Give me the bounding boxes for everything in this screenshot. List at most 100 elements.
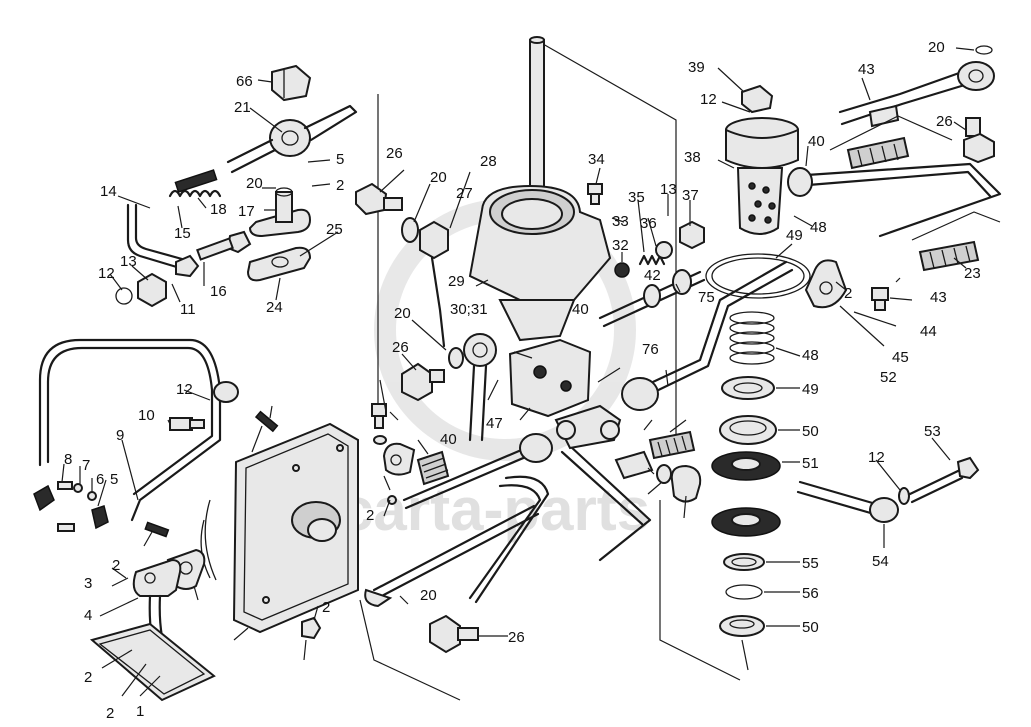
callout-43: 43: [930, 289, 947, 306]
part-23-sleeve: [829, 115, 1001, 272]
callout-18: 17: [238, 203, 255, 220]
part-76-nut: [301, 616, 322, 640]
part-51-diaphragm-bottom: [711, 507, 781, 537]
callout-25: 25: [326, 221, 343, 238]
part-50-ring-top: [719, 415, 777, 445]
part-26-banjo-bolt-top: [355, 182, 403, 216]
callout-2-right: 2: [844, 285, 852, 302]
part-54-banjo-pipe: [796, 480, 899, 523]
part-26-banjo-bolt-mid: [401, 362, 445, 402]
callout-2-plate: 2: [322, 599, 330, 616]
callout-17: 16: [210, 283, 227, 300]
callout-9: 8: [64, 451, 72, 468]
callout-11: 10: [138, 407, 155, 424]
callout-20-bottom: 20: [420, 587, 437, 604]
part-52-bracket: [804, 259, 848, 309]
part-30-31-banjo: [463, 333, 497, 442]
callout-45-center: 47: [486, 415, 503, 432]
callout-53: 53: [924, 423, 941, 440]
small-screws: [57, 481, 97, 532]
callout-26-mid: 26: [392, 339, 409, 356]
callout-26-right: 26: [936, 113, 953, 130]
callout-58: 76: [642, 341, 659, 358]
part-22-cap-nut: [271, 64, 312, 102]
part-35-spring: [638, 241, 673, 266]
part-58-elbow-pipe: [621, 260, 794, 411]
part-28-rod: [529, 36, 545, 191]
part-66-bolt: [371, 403, 387, 429]
callout-52: 52: [880, 369, 897, 386]
callout-38: 38: [684, 149, 701, 166]
part-63-sleeve: [648, 430, 696, 460]
callout-12-mid: 12: [176, 381, 193, 398]
part-50-ring-bottom: [719, 615, 765, 637]
callout-57: 75: [698, 289, 715, 306]
callout-32: 32: [612, 237, 629, 254]
callout-6: 5: [110, 471, 118, 488]
callout-labels: 66 21 5 20 2 17 14 18 15 25 13 12 16 11 …: [64, 39, 981, 722]
callout-2-bottom: 2: [106, 705, 114, 722]
right-assembly: [659, 45, 1002, 681]
part-32-ball: [614, 262, 630, 278]
callout-5-left: 3: [84, 575, 92, 592]
part-19-spring: [168, 169, 222, 198]
part-26-banjo-bolt-bottom: [429, 614, 479, 654]
callout-3: 2: [84, 669, 92, 686]
callout-30-31: 30;31: [450, 301, 488, 318]
part-14-union-nut: [115, 272, 167, 308]
callout-15: 14: [100, 183, 117, 200]
callout-29: 29: [448, 273, 465, 290]
part-21-banjo-fitting: [226, 104, 358, 174]
callout-24: 24: [266, 299, 283, 316]
center-assembly: [355, 36, 794, 701]
callout-12-right: 12: [868, 449, 885, 466]
callout-42: 43: [858, 61, 875, 78]
part-6-clip: [91, 505, 109, 530]
callout-19: 18: [210, 201, 227, 218]
callout-48: 48: [802, 347, 819, 364]
part-11-bolt: [169, 417, 205, 431]
part-15-bent-rod: [126, 203, 200, 278]
callout-27: 27: [456, 185, 473, 202]
callout-2-mid: 2: [366, 507, 374, 524]
part-34-screw: [587, 183, 603, 205]
part-37-cap: [679, 220, 705, 250]
part-39-cap-nut: [741, 84, 774, 114]
callout-55: 55: [802, 555, 819, 572]
callout-20-right: 20: [928, 39, 945, 56]
part-73-pin: [144, 521, 170, 538]
part-53-bolt: [908, 456, 980, 504]
callout-5-top: 5: [336, 151, 344, 168]
part-70-washer: [387, 495, 397, 505]
callout-13-center: 13: [660, 181, 677, 198]
part-3-pedal-pad: [89, 622, 216, 702]
callout-41: 42: [644, 267, 661, 284]
callout-45-right: 45: [892, 349, 909, 366]
watermark-text: carta-parts: [340, 476, 650, 543]
callout-13-left: 12: [98, 265, 115, 282]
part-49-ring: [721, 376, 775, 400]
part-20-washer: [401, 217, 464, 369]
part-55-ring: [723, 553, 765, 571]
part-65-cap: [670, 464, 702, 503]
callout-23: 23: [964, 265, 981, 282]
part-20-washer-right: [975, 45, 993, 55]
part-71-cover-plate: [200, 422, 359, 634]
part-42-lever: [838, 61, 995, 128]
leader-lines: [61, 47, 975, 697]
part-48-spring: [729, 311, 775, 365]
part-67-washer: [373, 435, 387, 445]
part-72-pin: [254, 410, 279, 433]
central-valve-block: [508, 338, 622, 450]
callout-40-left: 40: [440, 431, 457, 448]
callout-34: 34: [588, 151, 605, 168]
part-29-carburetor-body: [468, 184, 612, 342]
callout-33: 33: [612, 213, 629, 230]
part-62-nut: [614, 450, 654, 480]
callout-1: 1: [136, 703, 144, 720]
callout-50-bottom: 50: [802, 619, 819, 636]
callout-54: 54: [872, 553, 889, 570]
long-fuel-pipes: [364, 433, 652, 608]
callout-10: 9: [116, 427, 124, 444]
callout-20-left: 20: [246, 175, 263, 192]
